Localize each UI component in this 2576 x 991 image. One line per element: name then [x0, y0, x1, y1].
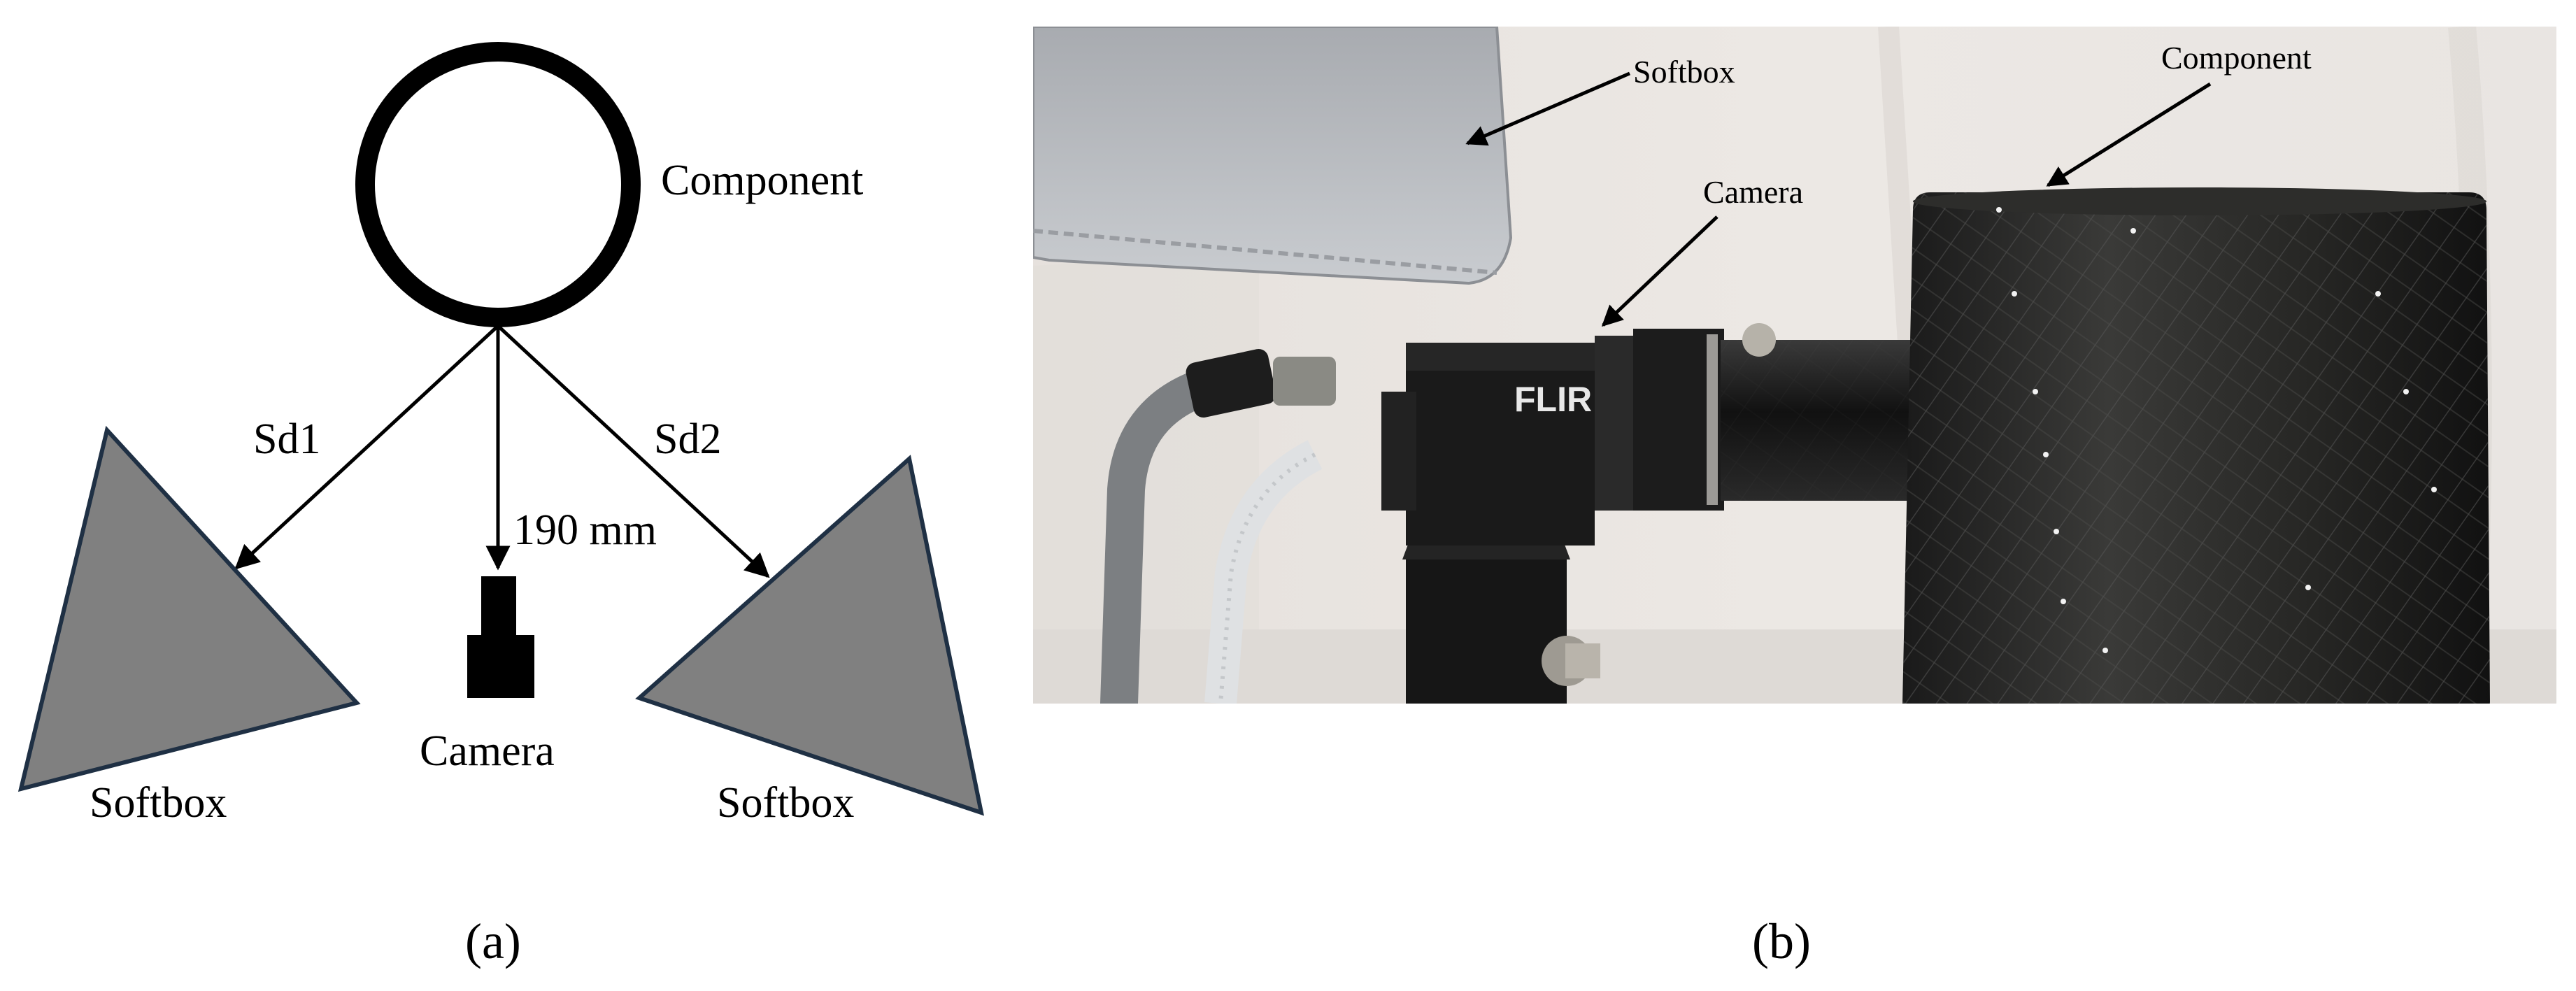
caption-b: (b)	[1752, 913, 1811, 969]
caption-a: (a)	[465, 913, 521, 969]
photo-camera-brand: FLIR	[1514, 380, 1592, 419]
softbox-left-label: Softbox	[90, 779, 227, 827]
photo-component-tube	[1902, 187, 2490, 704]
sd2-label: Sd2	[654, 415, 721, 463]
photo-component-label: Component	[2161, 40, 2312, 76]
distance-label: 190 mm	[513, 506, 657, 554]
panel-b-photo: FLIR	[1033, 27, 2556, 969]
softbox-right-icon	[635, 455, 984, 816]
photo-softbox-label: Softbox	[1633, 54, 1735, 90]
sd1-label: Sd1	[253, 415, 320, 463]
photo-component-arrow	[2046, 82, 2212, 187]
camera-label: Camera	[420, 727, 555, 775]
photo-camera-arrow	[1601, 215, 1718, 327]
photo-camera-label: Camera	[1703, 174, 1803, 210]
component-ring-icon	[355, 42, 641, 327]
camera-icon	[467, 576, 534, 698]
softbox-right-label: Softbox	[717, 779, 854, 827]
sd1-arrow	[234, 325, 499, 570]
photo-softbox-icon	[1033, 27, 1513, 285]
photo-camera-icon: FLIR	[1381, 323, 1951, 546]
panel-a-diagram: Component Sd1 Sd2 190 mm Softbox Camera …	[17, 42, 984, 969]
softbox-left-icon	[17, 425, 361, 792]
sd2-arrow	[497, 325, 770, 578]
component-label: Component	[661, 157, 863, 204]
photo-softbox-arrow	[1465, 71, 1630, 146]
